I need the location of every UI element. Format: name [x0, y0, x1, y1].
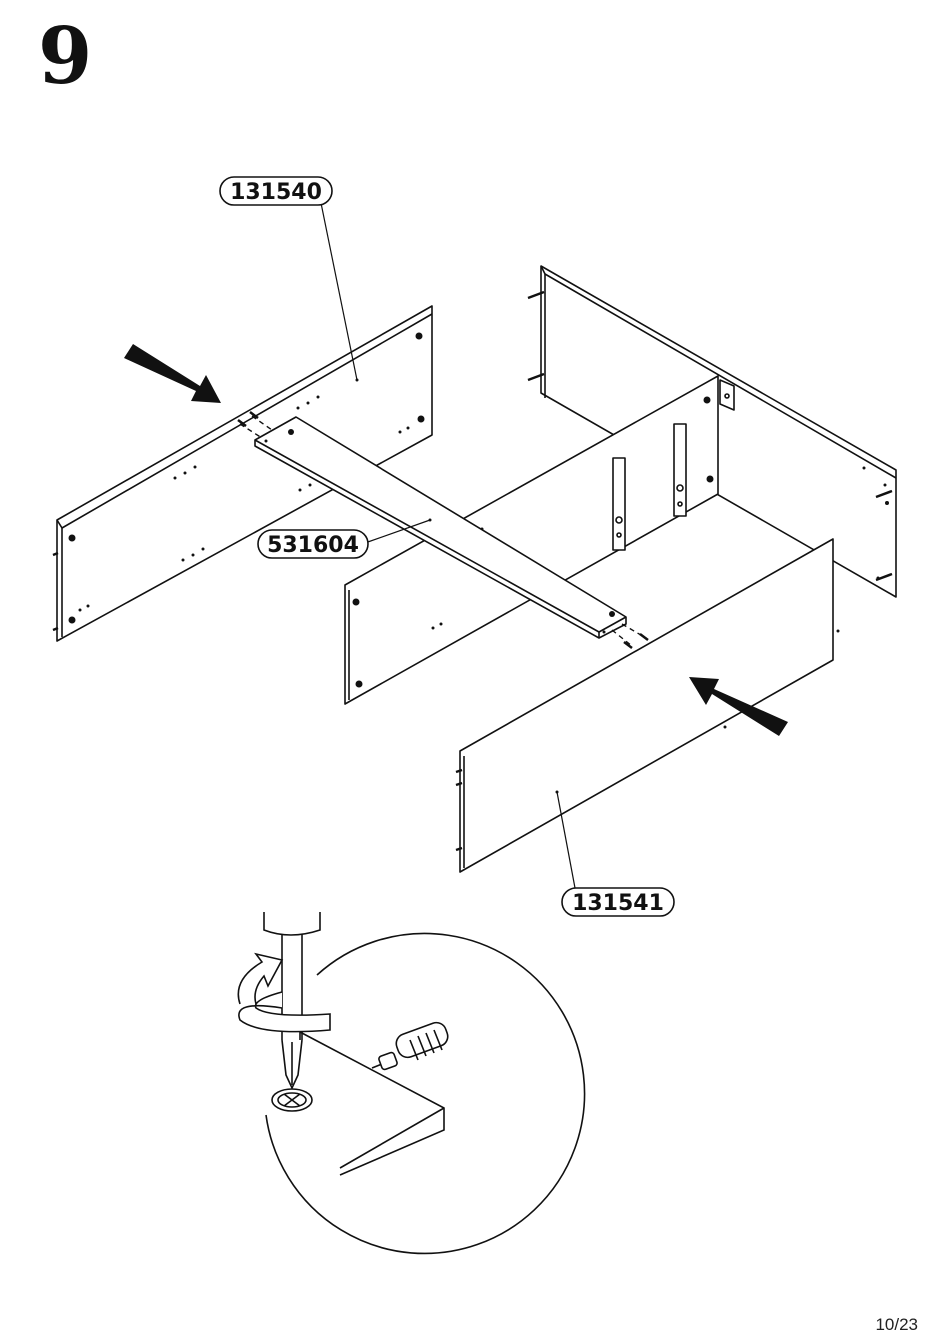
page-number: 10/23: [875, 1315, 918, 1335]
leader-131540: [321, 203, 357, 380]
label-531604: 531604: [258, 530, 368, 558]
corner-bracket: [720, 380, 734, 410]
part-number-131540: 131540: [230, 180, 322, 205]
part-number-531604: 531604: [267, 533, 359, 558]
cam-dowel-icon: [372, 1020, 451, 1070]
arrow-left-in-icon: [124, 344, 221, 403]
detail-callout: [238, 912, 584, 1253]
phillips-head-icon: [272, 1089, 312, 1111]
rotate-clockwise-icon: [238, 954, 330, 1032]
part-number-131541: 131541: [572, 891, 664, 916]
label-131540: 131540: [220, 177, 332, 205]
rail-right: [674, 424, 686, 516]
rail-left: [613, 458, 625, 550]
label-131541: 131541: [562, 888, 674, 916]
